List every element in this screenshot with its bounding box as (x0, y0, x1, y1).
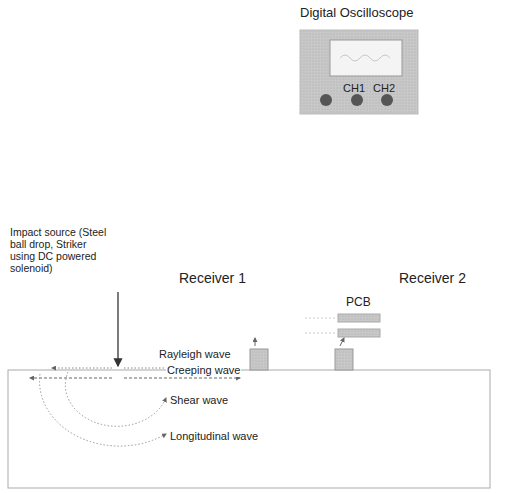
wave-label: Longitudinal wave (169, 430, 259, 443)
pcb-bar (338, 314, 380, 322)
knob (381, 94, 393, 106)
knob (320, 94, 332, 106)
wave-label: Creeping wave (166, 364, 241, 377)
device-title: Digital Oscilloscope (300, 6, 413, 21)
channel-label: CH2 (373, 82, 395, 95)
oscilloscope-screen (330, 40, 402, 76)
pcb-label: PCB (346, 296, 371, 310)
impact-source-note: Impact source (Steel ball drop, Striker … (10, 226, 110, 274)
test-medium (8, 370, 490, 488)
receiver-label: Receiver 2 (398, 270, 467, 286)
knob (351, 94, 363, 106)
pcb-bar (338, 329, 380, 337)
wave-label: Rayleigh wave (158, 348, 232, 361)
impact-arrow (117, 292, 118, 366)
receiver-label: Receiver 1 (178, 270, 247, 286)
oscilloscope-body (300, 30, 418, 114)
channel-label: CH1 (343, 82, 365, 95)
oscilloscope: Digital OscilloscopeCH1 CH2 (296, 6, 426, 106)
receiver-sensor (250, 349, 268, 370)
wave-label: Shear wave (169, 394, 229, 407)
receiver-sensor (335, 349, 353, 370)
